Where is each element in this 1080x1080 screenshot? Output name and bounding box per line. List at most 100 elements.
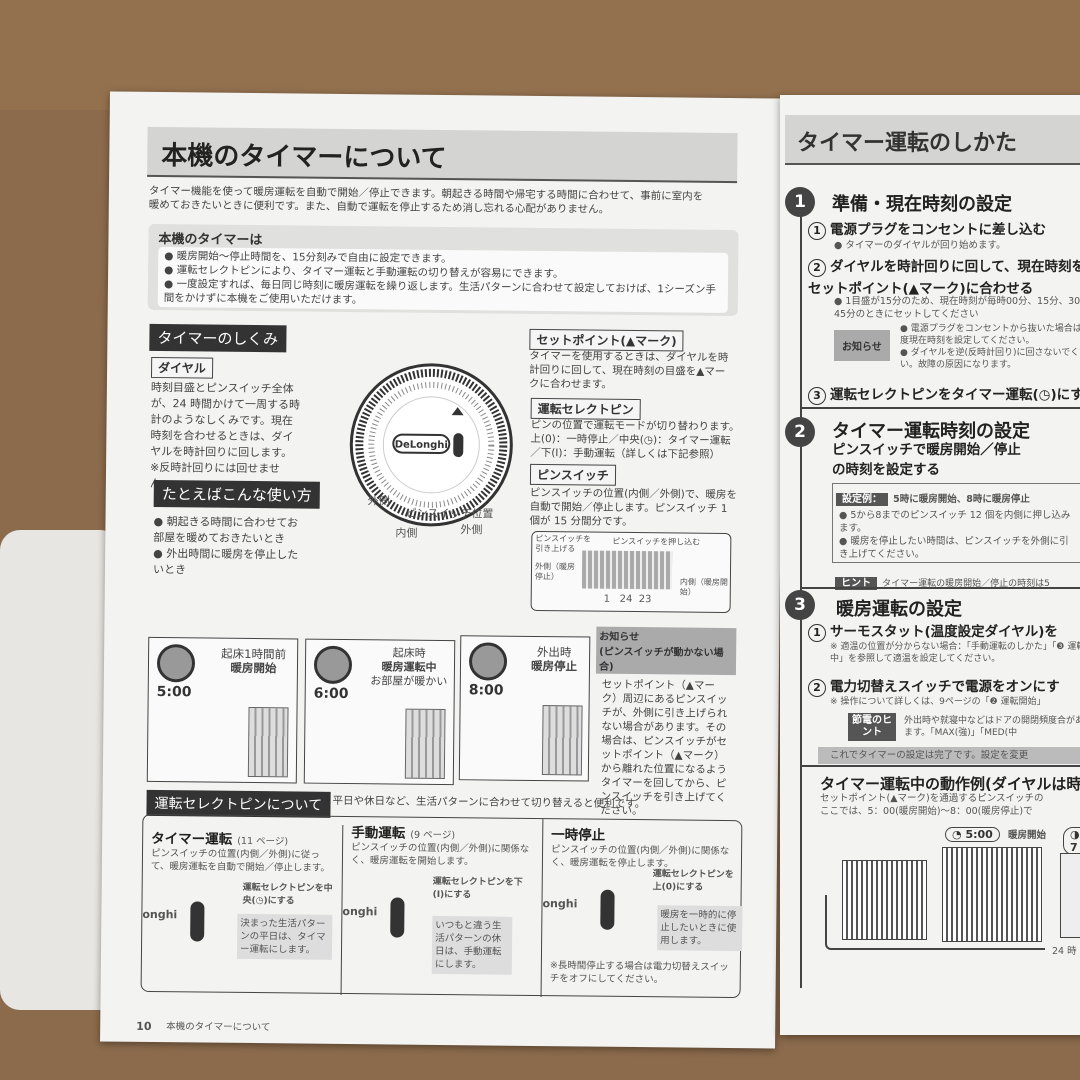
- substep-text: 運転セレクトピンをタイマー運転(◷)にする: [830, 387, 1080, 403]
- usage-item: ● 朝起きる時間に合わせてお部屋を暖めておきたいとき: [153, 514, 299, 546]
- time-badge: ◑ 7: [1063, 827, 1080, 855]
- page-title-bar: 本機のタイマーについて: [147, 126, 738, 184]
- mode-callout: 運転セレクトピンを中央(◷)にする: [242, 882, 333, 907]
- feature-item: ● 一度設定すれば、毎日同じ時刻に暖房運転を繰り返します。生活パターンに合わせて…: [163, 278, 716, 307]
- features-box: 本機のタイマーは ● 暖房開始～停止時間を、15分刻みで自由に設定できます。 ●…: [147, 223, 739, 317]
- cycle-label: 24 時: [1052, 946, 1077, 957]
- heater-illustration: [404, 708, 446, 780]
- page-title-bar: タイマー運転のしかた: [785, 115, 1080, 165]
- scene-caption: 外出時: [536, 644, 572, 660]
- substep-note: 1目盛が15分のため、現在時刻が毎時00分、15分、30分、45分のときにセット…: [834, 296, 1080, 320]
- outer-stop-label: 外側（暖房停止）: [534, 561, 576, 582]
- usage-list: ● 朝起きる時間に合わせてお部屋を暖めておきたいとき ● 外出時間に暖房を停止し…: [153, 514, 304, 580]
- select-pin-label: 運転セレクトピン: [530, 397, 641, 421]
- pin-switch-diagram: ピンスイッチを引き上げる ピンスイッチを押し込む 外側（暖房停止） 内側（暖房開…: [530, 530, 732, 614]
- badge-label: 暖房開始: [1008, 830, 1047, 841]
- substep-text: 電源プラグをコンセントに差し込む: [830, 222, 1046, 238]
- scene-status: 暖房運転中: [381, 660, 437, 674]
- scene-status: 暖房開始: [230, 660, 277, 676]
- foam-packaging: [0, 530, 120, 1010]
- operation-example-title: タイマー運転中の動作例(ダイヤルは時: [820, 775, 1080, 793]
- mode-callout: 運転セレクトピンを上(0)にする: [652, 869, 734, 893]
- heater-illustration: [541, 705, 583, 776]
- notice-box: お知らせ(ピンスイッチが動かない場合) セットポイント（▲マーク）周辺にあるピン…: [594, 626, 737, 823]
- notice-item: ダイヤルを逆(反時計回り)に回さないでください。故障の原因になります。: [900, 348, 1080, 370]
- example-item: 5から8までのピンスイッチ 12 個を内側に押し込みます。: [839, 510, 1071, 534]
- eco-hint-label: 節電のヒント: [848, 713, 896, 741]
- clock-icon: [313, 645, 353, 685]
- left-page: 本機のタイマーについて タイマー機能を使って暖房運転を自動で開始／停止できます。…: [100, 91, 785, 1049]
- footer-section: 本機のタイマーについて: [166, 1021, 271, 1034]
- mode-tip: 決まった生活パターンの平日は、タイマー運転にします。: [236, 913, 333, 960]
- outer-label: 外側: [460, 523, 483, 537]
- step-subtitle: ピンスイッチで暖房開始／停止の時刻を設定する: [832, 442, 1021, 478]
- pin-switch-text: ピンスイッチの位置(内側／外側)で、暖房を自動で開始／停止します。ピンスイッチ …: [529, 486, 737, 528]
- mode-page-ref: (9 ページ): [410, 829, 456, 842]
- mode-title: タイマー運転: [151, 830, 233, 848]
- badge-time: 7: [1070, 841, 1078, 854]
- example-item: 暖房を停止したい時間は、ピンスイッチを外側に引き上げてください。: [839, 536, 1069, 560]
- clock-icon: [156, 644, 196, 683]
- dial-step-illustration: [1060, 853, 1080, 938]
- operation-example-text: セットポイント(▲マーク)を通過するピンスイッチの: [820, 793, 1044, 804]
- step-number: 3: [785, 590, 815, 620]
- scene-panel-wakeup-before: 5:00 起床1時間前暖房開始: [146, 636, 299, 784]
- mode-manual: 手動運転 (9 ページ) ピンスイッチの位置(内側／外側)に関係なく、暖房運転を…: [341, 816, 544, 998]
- step-title: 準備・現在時刻の設定: [832, 194, 1012, 215]
- mode-text: ピンスイッチの位置(内側／外側)に関係なく、暖房運転を停止します。: [550, 844, 730, 870]
- substep-note: ※ 操作について詳しくは、9ページの「❷ 運転開始」: [830, 697, 1046, 707]
- mode-tip: 暖房を一時的に停止したいときに使用します。: [657, 905, 743, 952]
- select-pin-illustration: [600, 889, 615, 930]
- step-number: 2: [785, 417, 815, 447]
- substep-note: タイマーのダイヤルが回り始めます。: [845, 240, 1006, 251]
- select-pin-text: ピンの位置で運転モードが切り替わります。上(0)：一時停止／中央(◷)：タイマー…: [530, 418, 740, 461]
- step-title: タイマー運転時刻の設定: [832, 421, 1030, 442]
- brand-logo-fragment: onghi: [342, 904, 378, 919]
- substep-number: 3: [808, 387, 826, 405]
- intro-text: タイマー機能を使って暖房運転を自動で開始／停止できます。朝起きる時間や帰宅する時…: [149, 184, 749, 218]
- select-pin-illustration: [190, 901, 205, 942]
- notice-title: お知らせ: [599, 631, 640, 644]
- setpoint-label: セットポイント(▲マーク): [529, 328, 684, 352]
- page-number: 10: [136, 1019, 152, 1033]
- scene-caption: 起床1時間前: [221, 646, 287, 662]
- mode-page-ref: (11 ページ): [237, 835, 289, 848]
- operation-example-text: ここでは、5：00(暖房開始)～8：00(暖房停止)で: [820, 806, 1033, 817]
- hint-label: ヒント: [835, 577, 877, 590]
- scene-time: 5:00: [156, 684, 192, 701]
- tick-label: 23: [638, 594, 652, 606]
- inner-start-label: 内側（暖房開始）: [679, 577, 728, 597]
- pin-position-label: ピンスイッチ位置: [405, 506, 494, 521]
- scene-status: 暖房停止: [530, 658, 578, 674]
- scene-note: お部屋が暖かい: [370, 674, 448, 689]
- scene-time: 8:00: [468, 682, 504, 699]
- setpoint-text: タイマーを使用するときは、ダイヤルを時計回りに回して、現在時刻の目盛を▲マークに…: [528, 349, 729, 391]
- substep-note: ※ 適温の位置が分からない場合：「手動運転のしかた」「❸ 運転中」を参照して適温…: [830, 642, 1080, 664]
- eco-hint-text: 外出時や就寝中などはドアの開閉頻度合があります。「MAX(強)」「MED(中: [904, 716, 1080, 738]
- select-pin-illustration: [390, 897, 405, 938]
- step-number: 1: [785, 187, 815, 217]
- substep-number: 2: [808, 259, 826, 277]
- push-in-label: ピンスイッチを押し込む: [612, 536, 701, 547]
- dial-description: 時刻目盛とピンスイッチ全体が、24 時間かけて一周する時計のようなしくみです。現…: [149, 380, 301, 490]
- substep-text: 電力切替えスイッチで電源をオンにす: [830, 679, 1060, 695]
- dial-brand-logo: DeLonghi: [395, 439, 448, 451]
- notice-label: お知らせ: [834, 330, 890, 361]
- scene-panel-wakeup: 6:00 起床時暖房運転中お部屋が暖かい: [303, 638, 456, 786]
- mode-tip: いつもと違う生活パターンの休日は、手動運転にします。: [431, 915, 513, 975]
- usage-heading: たとえばこんな使い方: [153, 479, 320, 509]
- mode-note: ※長時間停止する場合は電力切替えスイッチをオフにしてください。: [549, 960, 729, 986]
- cycle-arrow: [825, 895, 1045, 950]
- mechanism-heading: タイマーのしくみ: [149, 323, 287, 353]
- time-badge: ◔ 5:00: [945, 827, 1000, 842]
- substep-number: 1: [808, 222, 826, 240]
- scene-caption: 起床時: [392, 646, 426, 660]
- substep-number: 2: [808, 679, 826, 697]
- timer-dial-illustration: DeLonghi: [349, 363, 513, 527]
- example-label: 設定例：: [836, 493, 888, 506]
- hint-text: タイマー運転の暖房開始／停止の時刻は5: [882, 579, 1050, 589]
- mode-timer: タイマー運転 (11 ページ) ピンスイッチの位置(内側／外側)に従って、暖房運…: [141, 822, 344, 995]
- mode-pause: 一時停止 ピンスイッチの位置(内側／外側)に関係なく、暖房運転を停止します。 運…: [542, 819, 744, 999]
- pin-switch-row-illustration: [581, 550, 673, 590]
